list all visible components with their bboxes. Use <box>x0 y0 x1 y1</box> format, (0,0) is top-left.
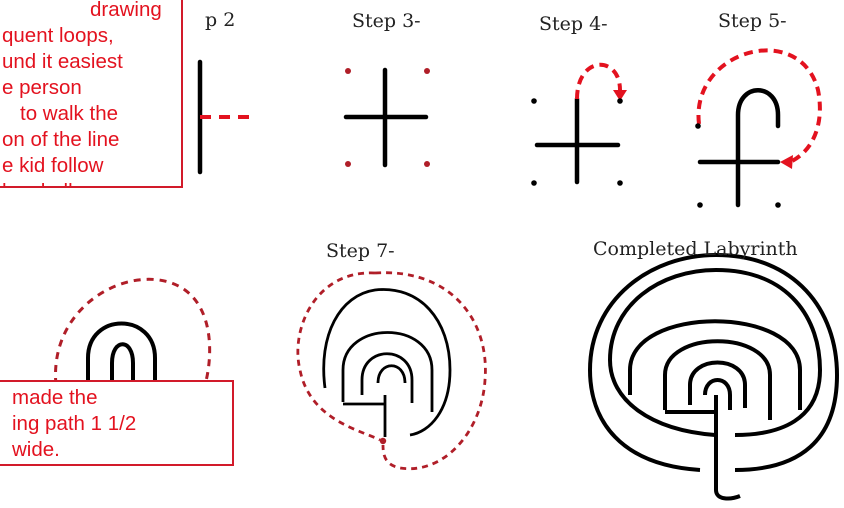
note-bottom-line: ing path 1 1/2 <box>12 412 137 435</box>
step7-inner-path <box>376 364 407 384</box>
step3-dot <box>345 68 351 74</box>
note-top-line: und it easiest <box>2 50 123 73</box>
note-top-line: e person <box>2 76 82 99</box>
labyrinth-ring-5 <box>587 252 840 472</box>
note-top-line: to walk the <box>20 102 118 125</box>
labyrinth-ring-1 <box>688 360 747 408</box>
note-top-line: he chalk. <box>0 179 181 186</box>
step5-dot <box>775 202 781 208</box>
step7-figure <box>296 271 487 471</box>
step2-figure <box>197 59 255 175</box>
step7-red-loop-right <box>374 271 487 471</box>
step7-red-loop-left <box>296 271 381 442</box>
note-top-line: quent loops, <box>2 24 114 47</box>
step4-label: Step 4- <box>539 13 608 35</box>
step6-outer-black <box>86 321 157 385</box>
step5-figure <box>695 48 822 208</box>
step4-figure <box>531 62 627 186</box>
step3-dot <box>345 161 351 167</box>
labyrinth-ring-3 <box>628 319 802 410</box>
step5-dot <box>697 202 703 208</box>
step7-outer-path <box>322 288 452 437</box>
labyrinth-ring-0 <box>703 378 732 410</box>
note-top-line: drawing <box>90 0 162 21</box>
step7-label: Step 7- <box>326 240 395 262</box>
note-bottom-line: made the <box>12 386 98 409</box>
labyrinth-stem-foot <box>714 489 741 501</box>
step4-red-loop <box>575 62 622 100</box>
note-box-top: drawing quent loops, und it easiest e pe… <box>0 0 183 188</box>
labyrinth-ring-4 <box>607 267 823 437</box>
step5-dot <box>695 123 701 129</box>
note-top-line: e kid follow <box>2 154 104 177</box>
completed-labyrinth-label: Completed Labyrinth <box>593 238 798 260</box>
step2-label: p 2 <box>205 9 236 31</box>
step5-arrowhead <box>780 155 793 169</box>
step3-label: Step 3- <box>352 10 421 32</box>
note-top-line: on of the line <box>2 128 120 151</box>
note-box-bottom: made the ing path 1 1/2 wide. <box>0 380 234 466</box>
completed-labyrinth-figure <box>587 252 840 501</box>
step7-dot <box>379 437 387 445</box>
step3-dot <box>424 161 430 167</box>
step5-red-loop <box>696 48 822 164</box>
step7-third-path <box>360 352 414 403</box>
step3-dot <box>424 68 430 74</box>
note-bottom-line: wide. <box>12 438 60 461</box>
step6-inner-black <box>110 342 135 385</box>
step5-label: Step 5- <box>718 10 787 32</box>
step4-dot <box>531 180 537 186</box>
step4-dot <box>617 180 623 186</box>
step6-figure <box>54 277 212 386</box>
labyrinth-ring-2 <box>663 339 772 420</box>
step3-figure <box>343 67 430 168</box>
step4-dot <box>617 98 623 104</box>
step6-red-loop <box>54 277 212 386</box>
step5-black-loop <box>735 88 781 208</box>
step4-dot <box>531 98 537 104</box>
step7-second-path <box>341 331 434 412</box>
step4-arrowhead <box>613 90 627 101</box>
